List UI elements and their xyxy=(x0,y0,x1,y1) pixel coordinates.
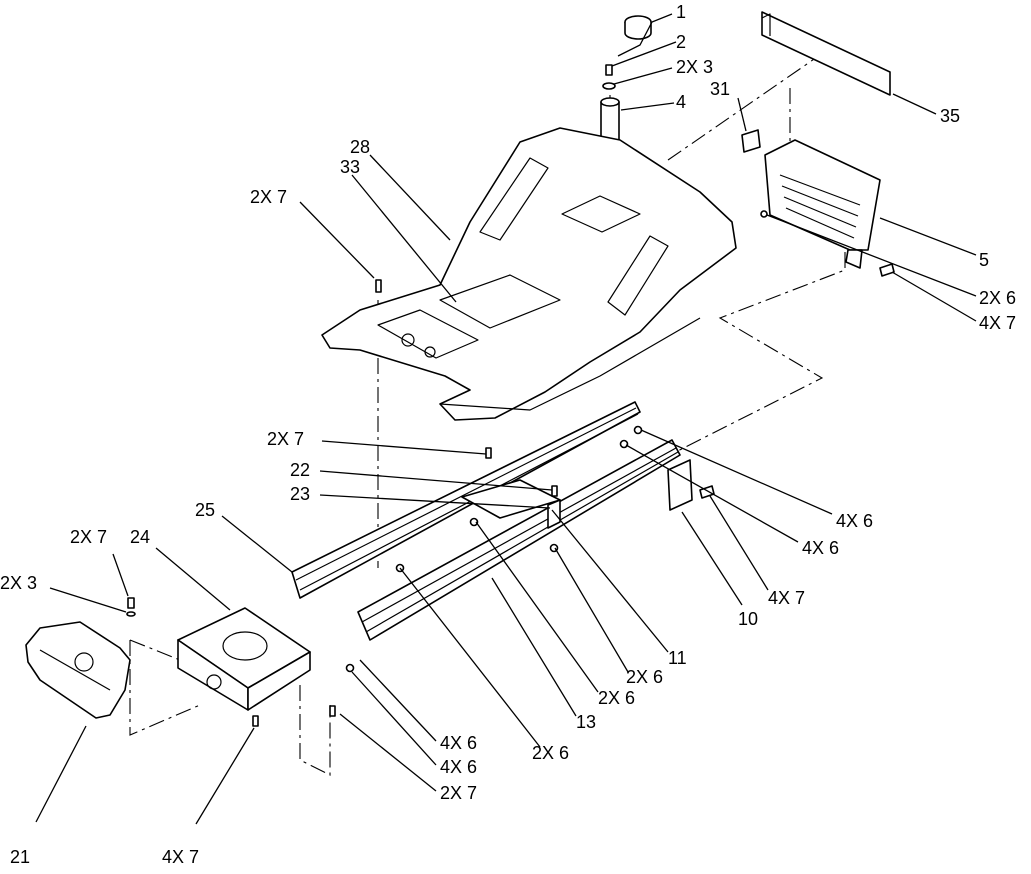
callout-4x6-d: 4X 6 xyxy=(440,757,478,777)
callout-4x6-b: 4X 6 xyxy=(802,538,840,558)
callout-24: 24 xyxy=(130,527,151,547)
callout-5: 5 xyxy=(979,250,990,270)
callout-4x7-c: 4X 7 xyxy=(162,847,200,867)
part-3-washer xyxy=(602,82,616,90)
part-2-screw xyxy=(605,64,613,76)
callout-23: 23 xyxy=(290,484,311,504)
callout-35: 35 xyxy=(940,106,961,126)
callout-2x7-b: 2X 7 xyxy=(267,429,305,449)
callout-2: 2 xyxy=(676,32,687,52)
callout-28: 28 xyxy=(350,137,371,157)
part-5-cover xyxy=(764,139,895,277)
part-1-knob xyxy=(624,15,652,40)
callout-22: 22 xyxy=(290,460,311,480)
part-13-rail xyxy=(357,439,681,641)
callout-4x6-c: 4X 6 xyxy=(440,733,478,753)
part-21-shroud xyxy=(25,621,131,719)
leader-lines xyxy=(35,13,977,825)
fasteners xyxy=(126,210,768,727)
callout-4x6-a: 4X 6 xyxy=(836,511,874,531)
part-24-plate xyxy=(177,607,311,711)
callout-2x7-c: 2X 7 xyxy=(70,527,108,547)
callout-31: 31 xyxy=(710,79,731,99)
part-35-strip xyxy=(761,11,891,96)
callout-2x3-left: 2X 3 xyxy=(0,573,38,593)
callout-2x3-top: 2X 3 xyxy=(676,57,714,77)
callout-2x6-a: 2X 6 xyxy=(979,288,1017,308)
callout-1: 1 xyxy=(676,2,687,22)
callout-2x6-c: 2X 6 xyxy=(598,688,636,708)
part-10-bracket xyxy=(667,459,715,511)
callout-13: 13 xyxy=(576,712,597,732)
callout-2x6-b: 2X 6 xyxy=(626,667,664,687)
callout-11: 11 xyxy=(668,648,687,668)
callout-33: 33 xyxy=(340,157,361,177)
callout-2x6-d: 2X 6 xyxy=(532,743,570,763)
part-4-sleeve xyxy=(600,97,620,141)
part-28-fender-deck xyxy=(321,127,737,421)
callout-4x7-b: 4X 7 xyxy=(768,588,806,608)
callout-4x7-a: 4X 7 xyxy=(979,313,1017,333)
callout-2x7-d: 2X 7 xyxy=(440,783,478,803)
callout-2x7-a: 2X 7 xyxy=(250,187,288,207)
callout-25: 25 xyxy=(195,500,216,520)
callout-21: 21 xyxy=(10,847,31,867)
callout-10: 10 xyxy=(738,609,759,629)
part-31-decal xyxy=(741,129,761,153)
callout-4: 4 xyxy=(676,92,687,112)
